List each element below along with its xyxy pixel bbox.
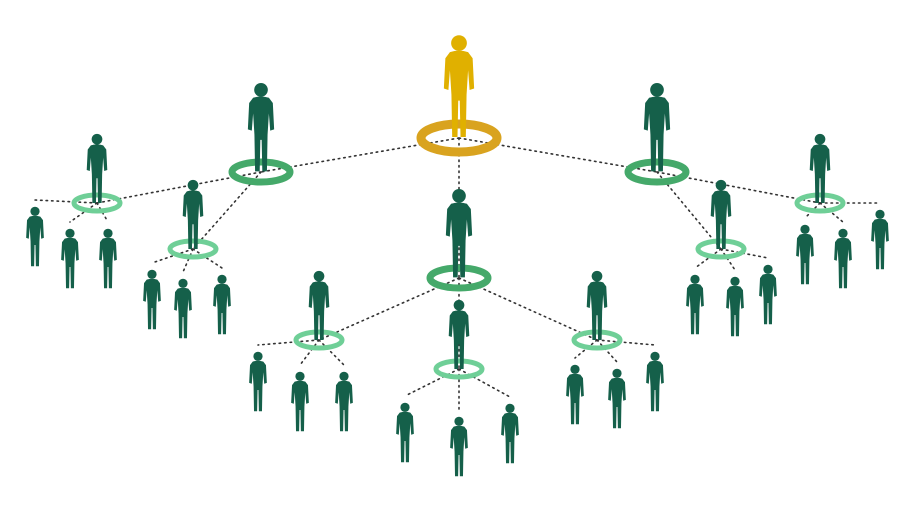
member-person-icon (501, 403, 519, 464)
lead-ring (293, 329, 345, 351)
connector-line (694, 248, 722, 269)
connector-line (299, 339, 320, 366)
member-person-icon (99, 228, 117, 289)
member-person-icon (646, 351, 664, 412)
connector-line (257, 339, 320, 346)
lead-ring (695, 238, 747, 260)
lead-ring (71, 192, 123, 214)
manager-person-icon (247, 83, 275, 172)
member-person-icon (834, 228, 852, 289)
connector-line (574, 339, 598, 359)
member-person-icon (759, 264, 777, 325)
member-person-icon (871, 209, 889, 270)
lead-ring (794, 192, 846, 214)
member-person-icon (143, 269, 161, 330)
manager-person-icon (643, 83, 671, 172)
member-person-icon (726, 276, 744, 337)
member-person-icon (608, 368, 626, 429)
nodes (26, 35, 889, 477)
connector-line (151, 248, 194, 264)
member-person-icon (174, 278, 192, 339)
member-person-icon (566, 364, 584, 425)
member-person-icon (335, 371, 353, 432)
connector-line (596, 339, 656, 346)
connector-line (34, 199, 98, 204)
member-person-icon (213, 274, 231, 335)
connector-line (720, 248, 736, 271)
manager-ring (228, 158, 294, 186)
lead-ring (571, 329, 623, 351)
connector-line (192, 171, 262, 250)
connector-line (720, 248, 769, 259)
member-person-icon (686, 274, 704, 335)
manager-ring (624, 158, 690, 186)
connector-line (182, 248, 194, 273)
leader-ring (416, 119, 502, 157)
lead-ring (167, 238, 219, 260)
lead-ring (433, 358, 485, 380)
connector-line (819, 202, 844, 223)
member-person-icon (450, 416, 468, 477)
member-person-icon (61, 228, 79, 289)
connector-line (318, 339, 345, 366)
member-person-icon (796, 224, 814, 285)
connector-line (596, 339, 618, 363)
manager-ring (426, 264, 492, 292)
connector-line (192, 248, 223, 269)
connector-line (318, 277, 460, 341)
member-person-icon (396, 402, 414, 463)
member-person-icon (26, 206, 44, 267)
connector-line (69, 202, 98, 223)
connector-line (404, 368, 460, 397)
connector-line (458, 368, 511, 398)
member-person-icon (291, 371, 309, 432)
connector-line (458, 277, 598, 341)
member-person-icon (249, 351, 267, 412)
